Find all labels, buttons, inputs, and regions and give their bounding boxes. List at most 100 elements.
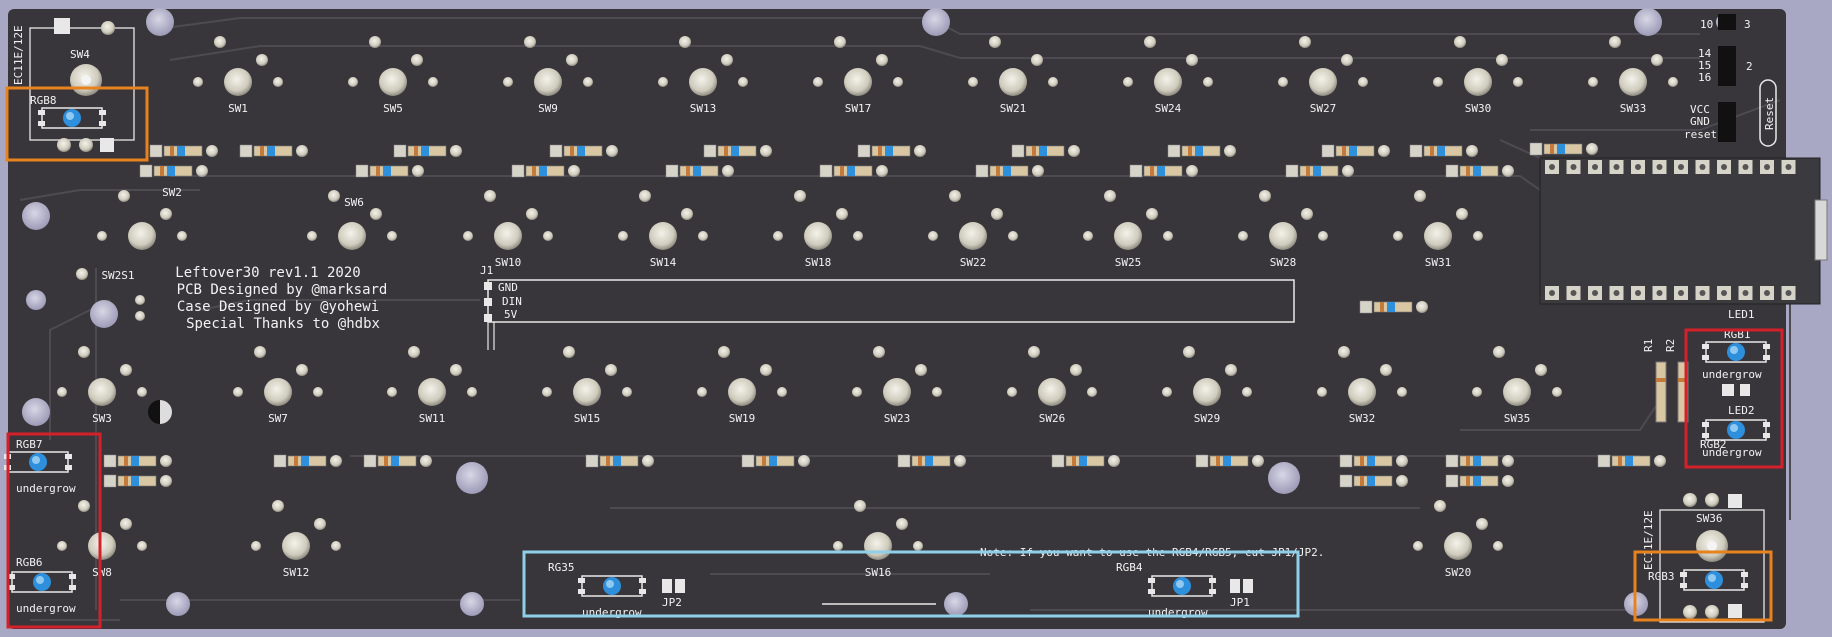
diode <box>549 144 618 158</box>
switch-sw21: SW21 <box>968 36 1058 115</box>
rgb-led-rgb7: RGB7 undergrow <box>4 438 76 495</box>
sw4-label: SW4 <box>70 48 90 61</box>
switch-sw26: SW26 <box>1007 346 1097 425</box>
diode <box>103 454 172 468</box>
switch-sw18: SW18 <box>773 190 863 269</box>
highlight-rgb1-rgb2 <box>1684 328 1784 469</box>
switch-sw23: SW23 <box>852 346 942 425</box>
diode <box>1051 454 1120 468</box>
rgb4-label: RGB4 <box>1116 561 1143 574</box>
switch-sw22: SW22 <box>928 190 1018 269</box>
diode <box>511 164 580 178</box>
diode <box>1167 144 1236 158</box>
switch-sw28: SW28 <box>1238 190 1328 269</box>
right-header: 10 3 14 15 16 2 VCC GND reset Reset <box>1684 14 1777 147</box>
label-sw13: SW13 <box>690 102 717 115</box>
diode <box>819 164 888 178</box>
rgb7-underglow-label: undergrow <box>16 482 76 495</box>
led1-label: LED1 <box>1728 308 1755 321</box>
sw36-label: SW36 <box>1696 512 1723 525</box>
switch-sw6: SW6 <box>307 190 397 250</box>
highlight-rgb8 <box>5 86 149 162</box>
highlight-rgb3 <box>1633 550 1773 622</box>
label-sw30: SW30 <box>1465 102 1492 115</box>
label-sw25: SW25 <box>1115 256 1142 269</box>
label-sw5: SW5 <box>383 102 403 115</box>
rgb6-label: RGB6 <box>16 556 43 569</box>
label-sw15: SW15 <box>574 412 601 425</box>
label-sw16: SW16 <box>865 566 892 579</box>
title-line-2: PCB Designed by @marksard <box>177 282 388 298</box>
switch-sw20: SW20 <box>1413 500 1503 579</box>
label-sw23: SW23 <box>884 412 911 425</box>
label-sw10: SW10 <box>495 256 522 269</box>
mounting-holes <box>22 8 1732 616</box>
switch-sw13: SW13 <box>658 36 748 115</box>
switch-sw35: SW35 <box>1472 346 1562 425</box>
label-sw31: SW31 <box>1425 256 1452 269</box>
switch-sw25: SW25 <box>1083 190 1173 269</box>
led2-label: LED2 <box>1728 404 1755 417</box>
status-leds: LED1 LED2 R1 R2 <box>1642 308 1755 423</box>
highlight-boxes <box>5 86 1784 629</box>
rgb8-label: RGB8 <box>30 94 57 107</box>
label-sw21: SW21 <box>1000 102 1027 115</box>
label-sw26: SW26 <box>1039 412 1066 425</box>
label-sw1: SW1 <box>228 102 248 115</box>
header-mid-num: 2 <box>1746 60 1753 73</box>
rgb-footprints: RGB8RGB7undergrowRGB6undergrowRGB1underg… <box>4 94 1770 619</box>
label-sw17: SW17 <box>845 102 872 115</box>
switch-sw5: SW5 <box>348 36 438 115</box>
label-sw27: SW27 <box>1310 102 1337 115</box>
label-sw33: SW33 <box>1620 102 1647 115</box>
diode <box>273 454 342 468</box>
diode-footprints <box>103 142 1666 488</box>
label-sw7: SW7 <box>268 412 288 425</box>
diode <box>239 144 308 158</box>
label-sw35: SW35 <box>1504 412 1531 425</box>
switch-sw14: SW14 <box>618 190 708 269</box>
title-line-4: Special Thanks to @hdbx <box>186 316 380 332</box>
label-sw18: SW18 <box>805 256 832 269</box>
label-sw2s1: SW2S1 <box>101 269 134 282</box>
pro-micro-module <box>1539 157 1828 305</box>
highlight-rgb6-rgb7 <box>6 432 102 629</box>
diode <box>1445 164 1514 178</box>
switch-sw27: SW27 <box>1278 36 1368 115</box>
diode <box>1339 454 1408 468</box>
header-pin-3: 3 <box>1744 18 1751 31</box>
rgb7-label: RGB7 <box>16 438 43 451</box>
switch-sw9: SW9 <box>503 36 593 115</box>
diode <box>149 144 218 158</box>
switch-sw8: SW8 <box>57 500 147 579</box>
switch-sw11: SW11 <box>387 346 477 425</box>
j1-header: J1 GND DIN 5V <box>480 264 1295 350</box>
diode <box>1445 454 1514 468</box>
encoder-bottom-right: EC11E/12E SW36 <box>1642 493 1765 623</box>
switch-sw31: SW31 <box>1393 190 1483 269</box>
diode <box>363 454 432 468</box>
header-pin-reset: reset <box>1684 128 1717 141</box>
header-pin-gnd: GND <box>1690 115 1710 128</box>
jumper-jp1: JP1 <box>1230 579 1253 609</box>
j1-pin-din: DIN <box>502 295 522 308</box>
diode <box>355 164 424 178</box>
diode <box>103 474 172 488</box>
header-pin-10: 10 <box>1700 18 1713 31</box>
diode <box>1285 164 1354 178</box>
switch-sw19: SW19 <box>697 346 787 425</box>
diode <box>703 144 772 158</box>
r1-label: R1 <box>1642 339 1655 352</box>
diode <box>1129 164 1198 178</box>
header-pin-15: 15 <box>1698 59 1711 72</box>
jumper-jp2: JP2 <box>662 579 685 609</box>
diode <box>1445 474 1514 488</box>
encoder-label-top-left: EC11E/12E <box>12 25 25 85</box>
encoder-label-bottom-right: EC11E/12E <box>1642 510 1655 570</box>
label-sw3: SW3 <box>92 412 112 425</box>
diode <box>665 164 734 178</box>
label-sw2: SW2 <box>162 186 182 199</box>
